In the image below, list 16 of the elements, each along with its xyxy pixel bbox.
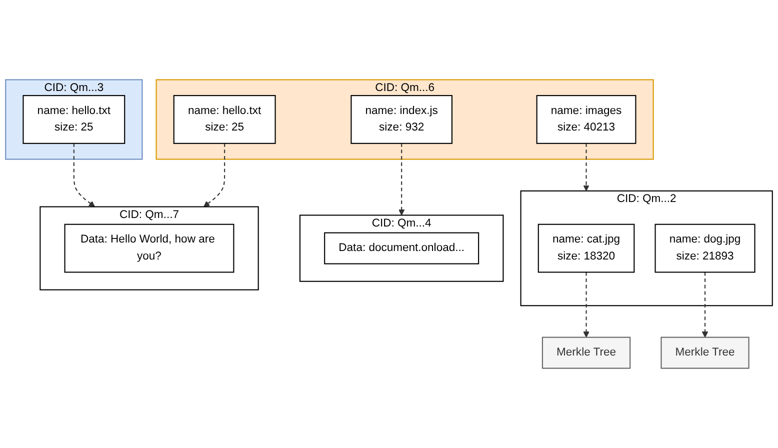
arrow bbox=[398, 143, 405, 216]
arrow bbox=[583, 143, 590, 192]
node-box: name: hello.txt size: 25 bbox=[173, 95, 276, 144]
node-box: Merkle Tree bbox=[542, 336, 631, 369]
arrow bbox=[73, 143, 95, 208]
node-box: name: dog.jpg size: 21893 bbox=[654, 224, 756, 273]
node-box: name: index.js size: 932 bbox=[350, 95, 452, 144]
arrow bbox=[204, 143, 226, 208]
arrow bbox=[583, 272, 590, 338]
arrow bbox=[702, 272, 708, 338]
node-box: name: cat.jpg size: 18320 bbox=[538, 224, 635, 273]
node-box: Data: document.onload... bbox=[324, 232, 480, 264]
node-box: Data: Hello World, how are you? bbox=[64, 224, 234, 273]
node-box: name: hello.txt size: 25 bbox=[22, 95, 126, 144]
node-box: name: images size: 40213 bbox=[536, 95, 636, 144]
node-box: Merkle Tree bbox=[660, 336, 750, 369]
